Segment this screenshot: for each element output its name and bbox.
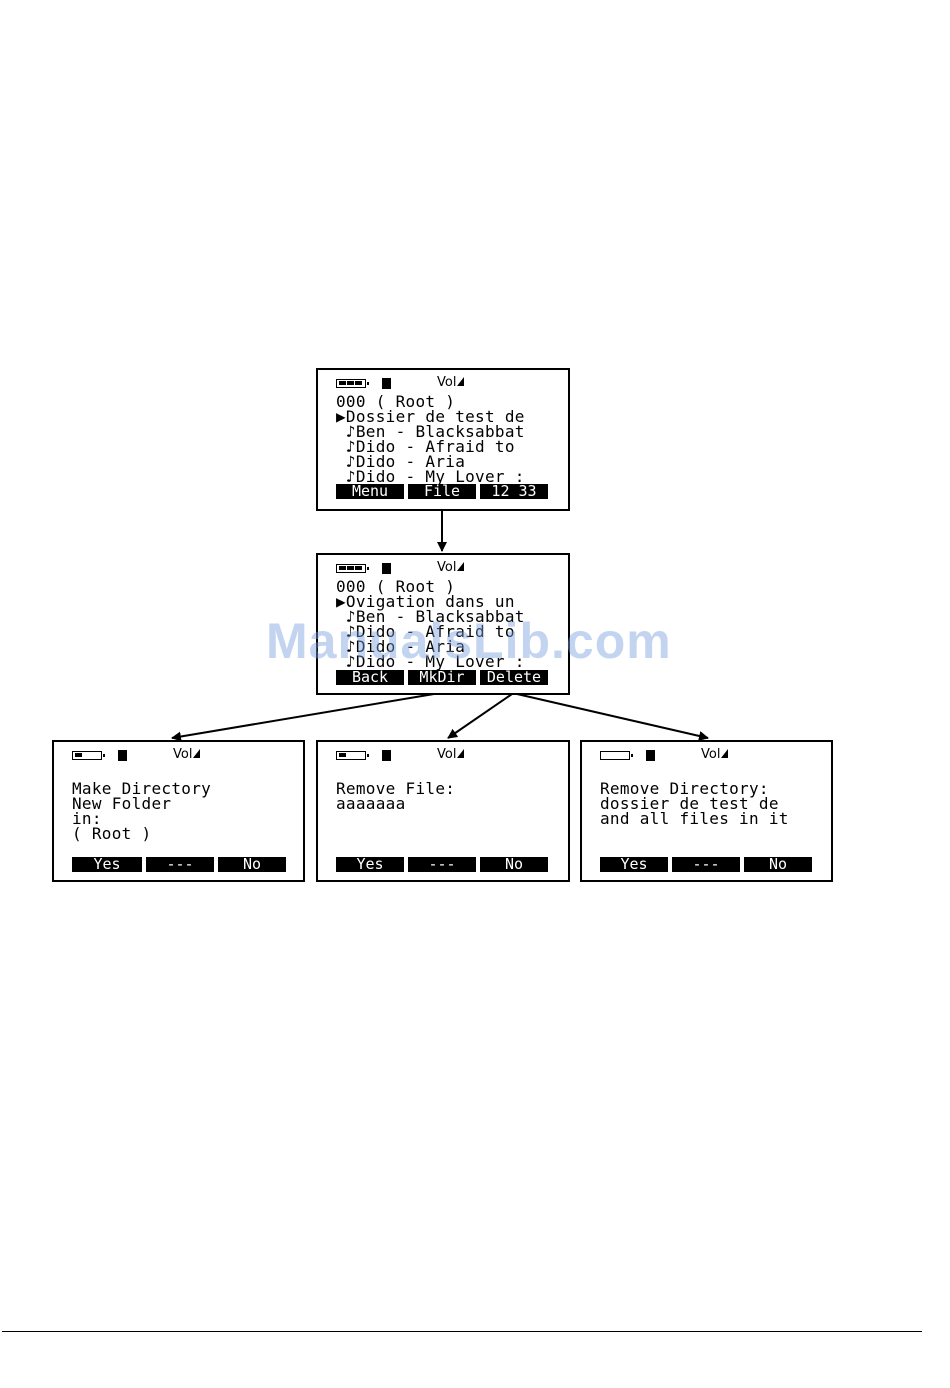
battery-full-icon — [336, 564, 369, 573]
screen-root-browser: Vol 000 ( Root ) ▶Dossier de test de ♪Be… — [316, 368, 570, 511]
volume-icon — [721, 749, 729, 758]
dialog-title: Remove Directory: — [600, 779, 769, 798]
list-item[interactable]: ♪Dido - My Lover : — [336, 652, 525, 671]
yes-softkey[interactable]: Yes — [336, 857, 404, 872]
volume-indicator: Vol — [437, 375, 465, 390]
battery-full-icon — [336, 379, 369, 388]
mkdir-softkey[interactable]: MkDir — [408, 670, 476, 685]
battery-low-icon — [336, 751, 369, 760]
footer-rule — [2, 1331, 922, 1332]
folder-path: 000 ( Root ) — [336, 577, 456, 596]
volume-indicator: Vol — [437, 747, 465, 762]
screen-file-menu: Vol 000 ( Root ) ▶Ovigation dans un ♪Ben… — [316, 553, 570, 695]
list-item[interactable]: ♪Dido - My Lover : — [336, 467, 525, 486]
lock-icon — [118, 750, 127, 761]
list-item[interactable]: ♪Dido - Aria — [336, 637, 466, 656]
file-name: aaaaaaa — [336, 794, 406, 813]
folder-path: 000 ( Root ) — [336, 392, 456, 411]
screen-remove-file: Vol Remove File: aaaaaaa Yes --- No — [316, 740, 570, 882]
softkey-bar: Menu File 12 33 — [336, 484, 548, 499]
status-bar: Vol — [336, 747, 556, 763]
softkey-bar: Yes --- No — [72, 857, 286, 872]
clock-softkey: 12 33 — [480, 484, 548, 499]
delete-softkey[interactable]: Delete — [480, 670, 548, 685]
softkey-bar: Back MkDir Delete — [336, 670, 548, 685]
target-folder: ( Root ) — [72, 824, 152, 843]
volume-icon — [457, 377, 465, 386]
directory-name: dossier de test de — [600, 794, 779, 813]
dialog-title: Remove File: — [336, 779, 456, 798]
screen-remove-directory: Vol Remove Directory: dossier de test de… — [580, 740, 833, 882]
dialog-text: and all files in it — [600, 809, 789, 828]
battery-low-icon — [72, 751, 105, 760]
no-softkey[interactable]: No — [218, 857, 286, 872]
status-bar: Vol — [336, 375, 556, 391]
list-item-selected[interactable]: ▶Ovigation dans un — [336, 592, 515, 611]
no-softkey[interactable]: No — [744, 857, 812, 872]
list-item[interactable]: ♪Ben - Blacksabbat — [336, 607, 525, 626]
list-item[interactable]: ♪Dido - Afraid to — [336, 622, 515, 641]
lock-icon — [382, 563, 391, 574]
no-softkey[interactable]: No — [480, 857, 548, 872]
file-softkey[interactable]: File — [408, 484, 476, 499]
screen-make-directory: Vol Make Directory New Folder in: ( Root… — [52, 740, 305, 882]
list-item[interactable]: ♪Ben - Blacksabbat — [336, 422, 525, 441]
arrow-to-remove-directory — [516, 693, 709, 741]
volume-indicator: Vol — [701, 747, 729, 762]
list-item[interactable]: ♪Dido - Afraid to — [336, 437, 515, 456]
list-item-selected[interactable]: ▶Dossier de test de — [336, 407, 525, 426]
back-softkey[interactable]: Back — [336, 670, 404, 685]
list-item[interactable]: ♪Dido - Aria — [336, 452, 466, 471]
dialog-title: Make Directory — [72, 779, 212, 798]
volume-icon — [457, 562, 465, 571]
volume-icon — [457, 749, 465, 758]
status-bar: Vol — [600, 747, 820, 763]
arrow-to-remove-file — [447, 693, 513, 739]
softkey-bar: Yes --- No — [336, 857, 548, 872]
lock-icon — [382, 378, 391, 389]
volume-icon — [193, 749, 201, 758]
blank-softkey: --- — [672, 857, 740, 872]
lock-icon — [382, 750, 391, 761]
lock-icon — [646, 750, 655, 761]
watermark: ManualsLib.com — [266, 613, 672, 669]
volume-indicator: Vol — [173, 747, 201, 762]
status-bar: Vol — [72, 747, 292, 763]
new-folder-name: New Folder — [72, 794, 172, 813]
dialog-text: in: — [72, 809, 102, 828]
volume-indicator: Vol — [437, 560, 465, 575]
yes-softkey[interactable]: Yes — [600, 857, 668, 872]
menu-softkey[interactable]: Menu — [336, 484, 404, 499]
blank-softkey: --- — [408, 857, 476, 872]
arrow-to-make-directory — [171, 693, 435, 742]
yes-softkey[interactable]: Yes — [72, 857, 142, 872]
softkey-bar: Yes --- No — [600, 857, 812, 872]
battery-empty-icon — [600, 751, 633, 760]
status-bar: Vol — [336, 560, 556, 576]
blank-softkey: --- — [146, 857, 214, 872]
